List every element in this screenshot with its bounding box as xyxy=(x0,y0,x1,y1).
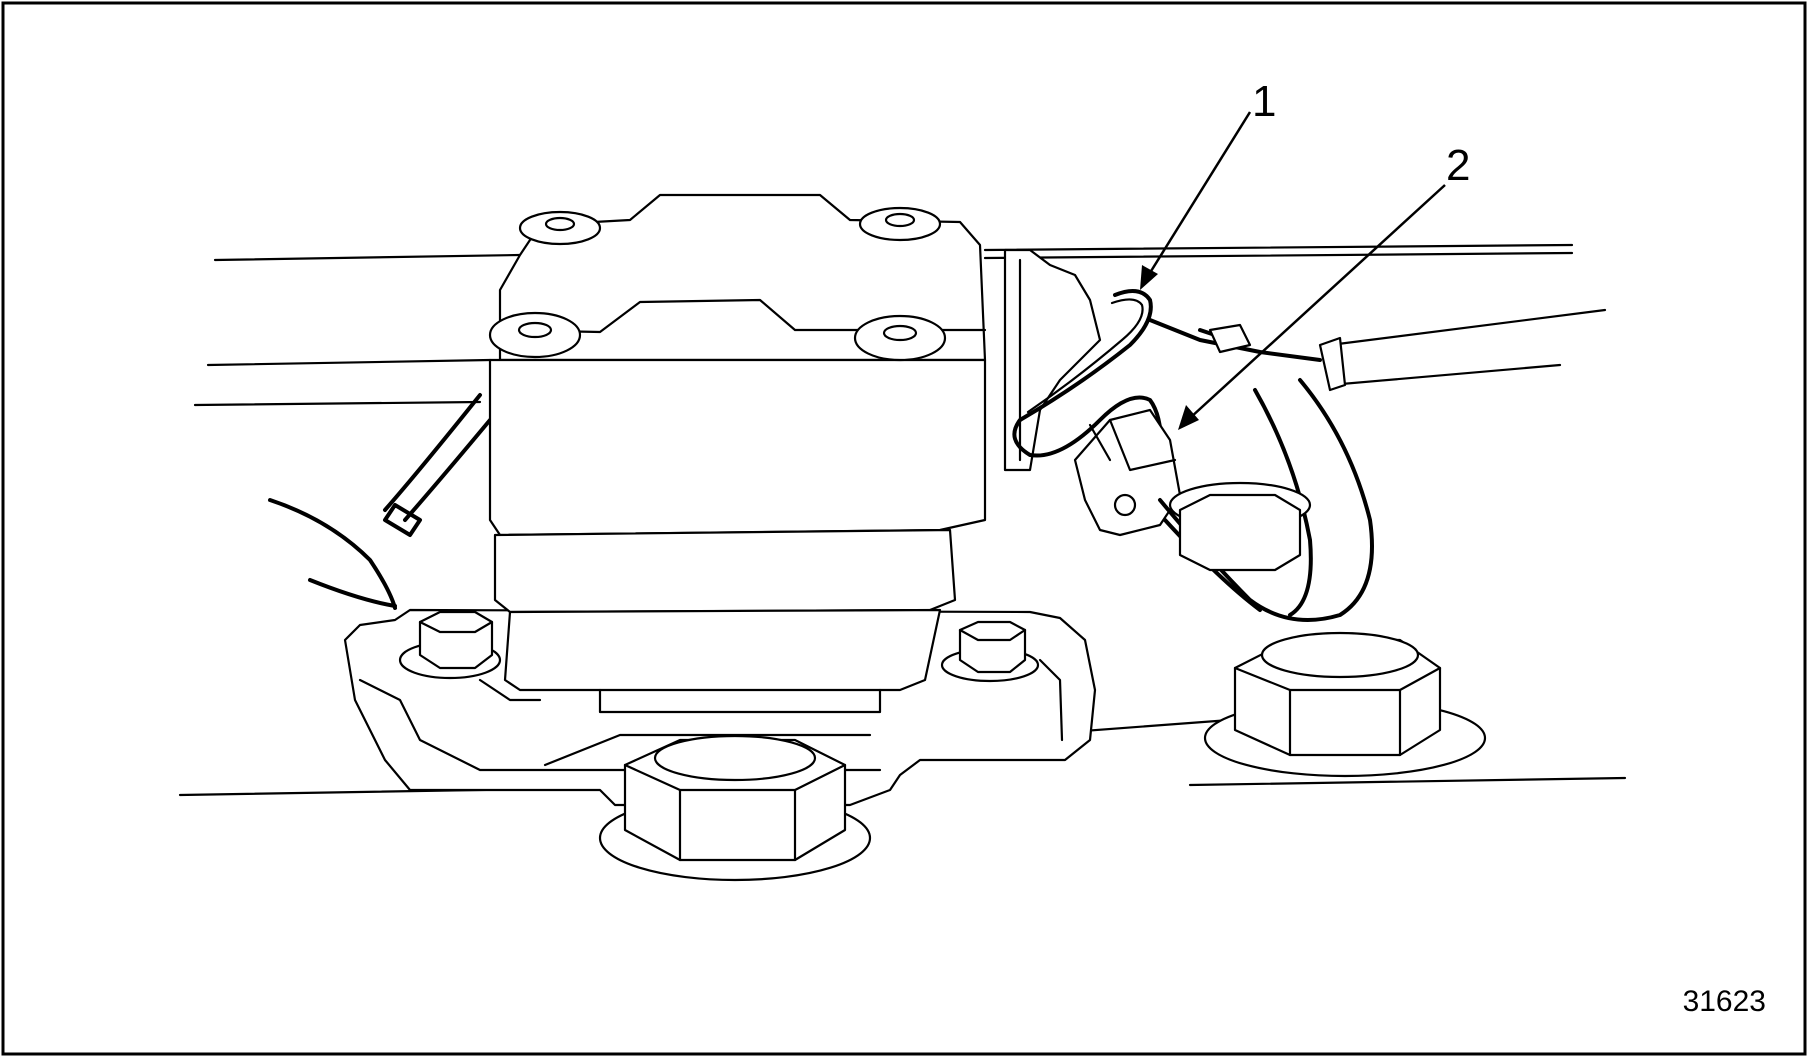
screw-icon xyxy=(858,206,942,242)
screw-icon xyxy=(488,311,582,359)
screw-icon xyxy=(518,210,602,246)
figure-number: 31623 xyxy=(1682,985,1766,1018)
callout-leader-2 xyxy=(1178,184,1446,430)
callout-leader-1 xyxy=(1140,111,1252,290)
small-bolt-center xyxy=(940,620,1040,683)
retaining-clip xyxy=(1012,289,1164,472)
flange-nut-front xyxy=(598,734,872,882)
mounting-stud xyxy=(1168,481,1312,572)
wire-harness-left xyxy=(268,393,492,610)
harness-sleeve xyxy=(1208,323,1347,392)
screw-icon xyxy=(853,314,947,362)
callout-label-2: 2 xyxy=(1446,141,1471,190)
small-bolt-left xyxy=(398,610,502,680)
flange-nut-right xyxy=(1203,631,1487,778)
callout-label-1: 1 xyxy=(1252,77,1277,126)
connector-bracket xyxy=(1003,248,1102,472)
control-module xyxy=(488,193,987,714)
